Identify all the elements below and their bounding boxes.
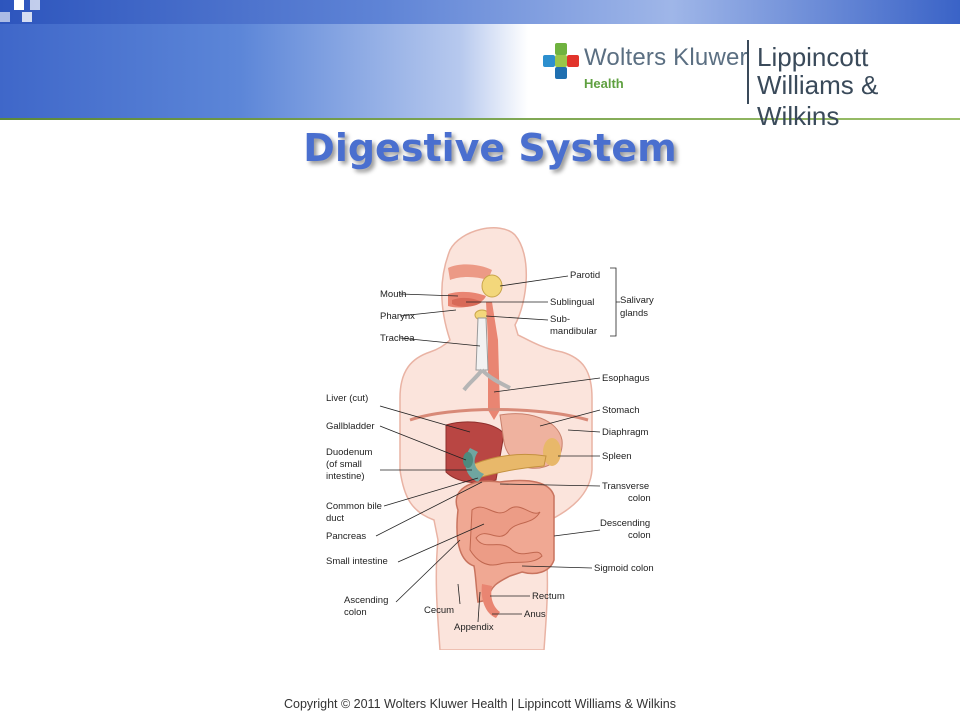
pancreas	[473, 453, 547, 479]
copyright-footer: Copyright © 2011 Wolters Kluwer Health |…	[284, 697, 676, 711]
label-anus: Anus	[524, 609, 546, 620]
digestive-system-diagram: Parotid Mouth Sublingual Salivary glands…	[300, 220, 680, 655]
header-rule	[0, 118, 960, 120]
label-submandibular-1: Sub-	[550, 314, 570, 325]
label-ascending-1: Ascending	[344, 595, 388, 606]
division-name: Health	[584, 76, 624, 91]
label-mouth: Mouth	[380, 289, 406, 300]
company-name: Wolters Kluwer	[584, 44, 748, 71]
label-cecum: Cecum	[424, 605, 454, 616]
label-small-intestine: Small intestine	[326, 556, 388, 567]
label-spleen: Spleen	[602, 451, 632, 462]
spleen	[543, 438, 561, 466]
esophagus	[486, 302, 500, 420]
slide-title: Digestive System	[303, 126, 677, 170]
diaphragm	[409, 408, 589, 422]
label-descending-1: Descending	[600, 518, 650, 529]
logo-divider	[747, 40, 749, 104]
trachea	[475, 317, 489, 371]
label-descending-2: colon	[628, 530, 651, 541]
decor-square	[30, 0, 40, 10]
label-transverse-2: colon	[628, 493, 651, 504]
imprint-line-2: Williams & Wilkins	[757, 70, 879, 131]
label-liver: Liver (cut)	[326, 393, 368, 404]
label-common-bile-2: duct	[326, 513, 344, 524]
label-gallbladder: Gallbladder	[326, 421, 375, 432]
nasal-cavity	[448, 264, 492, 280]
decor-square	[22, 12, 32, 22]
label-transverse-1: Transverse	[602, 481, 649, 492]
label-pharynx: Pharynx	[380, 311, 415, 322]
label-duodenum-3: intestine)	[326, 471, 365, 482]
label-salivary: Salivary	[620, 295, 654, 306]
label-submandibular-2: mandibular	[550, 326, 597, 337]
label-rectum: Rectum	[532, 591, 565, 602]
label-sublingual: Sublingual	[550, 297, 594, 308]
parotid-gland	[481, 274, 503, 298]
label-esophagus: Esophagus	[602, 373, 650, 384]
label-common-bile-1: Common bile	[326, 501, 382, 512]
label-ascending-2: colon	[344, 607, 367, 618]
header-banner	[0, 0, 960, 120]
label-duodenum-1: Duodenum	[326, 447, 373, 458]
label-salivary-glands: glands	[620, 308, 648, 319]
label-duodenum-2: (of small	[326, 459, 362, 470]
label-appendix: Appendix	[454, 622, 494, 633]
bronchi	[462, 368, 511, 392]
anatomy-illustration: Parotid Mouth Sublingual Salivary glands…	[326, 227, 654, 651]
label-pancreas: Pancreas	[326, 531, 366, 542]
rectum	[481, 584, 500, 618]
header-band	[0, 0, 960, 24]
wolters-kluwer-icon	[543, 43, 579, 79]
decor-square	[14, 0, 24, 10]
label-trachea: Trachea	[380, 333, 415, 344]
small-intestine	[469, 506, 543, 566]
decor-square	[0, 12, 10, 22]
label-stomach: Stomach	[602, 405, 640, 416]
leader-lines	[375, 267, 620, 623]
imprint-line-1: Lippincott	[757, 42, 869, 72]
gallbladder	[463, 452, 473, 468]
publisher-logo: Wolters Kluwer Health Lippincott William…	[540, 36, 960, 131]
label-diaphragm: Diaphragm	[602, 427, 649, 438]
label-parotid: Parotid	[570, 270, 600, 281]
label-sigmoid-colon: Sigmoid colon	[594, 563, 654, 574]
